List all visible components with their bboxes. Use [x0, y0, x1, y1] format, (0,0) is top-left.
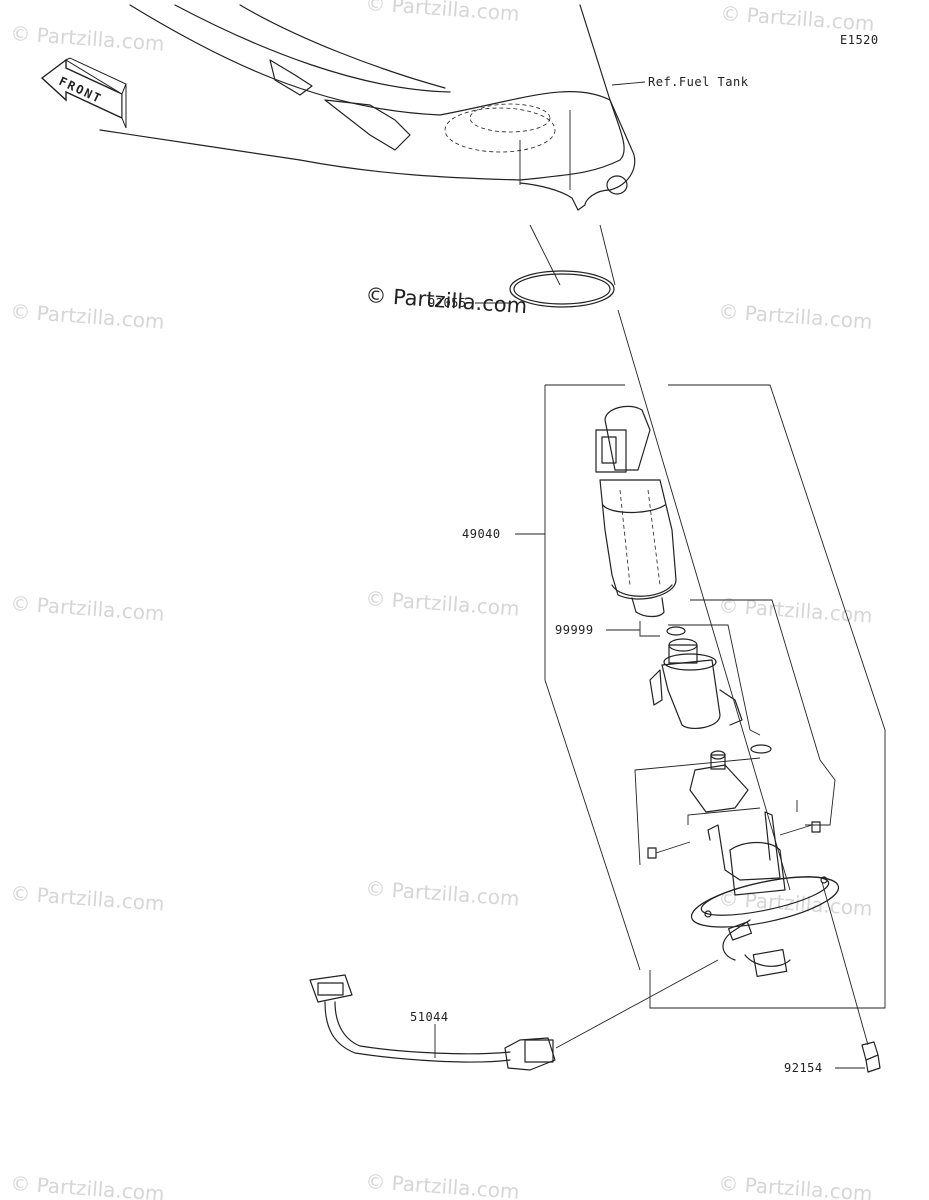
pressure-regulator: [689, 750, 749, 813]
ref-fuel-tank-label: Ref.Fuel Tank: [648, 75, 749, 89]
watermark: © Partzilla.com: [718, 1171, 874, 1200]
guide-line: [599, 224, 616, 286]
lower-bracket: [634, 757, 761, 866]
part-label-51044: 51044: [410, 1010, 449, 1024]
watermark: © Partzilla.com: [720, 1, 876, 36]
fuel-filter-assembly: [595, 405, 677, 618]
guide-line: [529, 224, 561, 286]
o-ring-small: [750, 744, 772, 754]
wiring-harness-51044: [309, 959, 719, 1071]
bracket-49040: [544, 385, 641, 971]
fuel-pump-flange: [690, 811, 840, 928]
pump-connector: [722, 919, 791, 978]
watermark: © Partzilla.com: [718, 299, 874, 334]
watermark-main: © Partzilla.com: [365, 283, 528, 318]
diagram-code: E1520: [840, 33, 879, 47]
guide-line: [821, 881, 869, 1046]
watermark: © Partzilla.com: [718, 886, 874, 921]
watermark: © Partzilla.com: [10, 299, 166, 334]
part-label-99999: 99999: [555, 623, 594, 637]
watermark: © Partzilla.com: [10, 21, 166, 56]
part-label-92055: 92055: [428, 296, 467, 310]
part-label-49040: 49040: [462, 527, 501, 541]
watermark: © Partzilla.com: [365, 876, 521, 911]
o-ring-92055: [509, 270, 615, 308]
part-label-92154: 92154: [784, 1061, 823, 1075]
inner-bracket: [690, 599, 836, 826]
mid-bracket: [687, 807, 761, 825]
inner-bracket: [668, 624, 761, 736]
front-arrow-icon: FRONT: [40, 57, 127, 129]
bolt-92154: [861, 1041, 881, 1073]
seal-99999: [666, 626, 686, 636]
fuel-tank-outline: [99, 4, 646, 211]
watermark: © Partzilla.com: [365, 586, 521, 621]
bracket-99999: [639, 621, 660, 637]
watermark: © Partzilla.com: [10, 591, 166, 626]
o-ring-inner: [513, 273, 611, 305]
bracket-screw-right: [779, 821, 821, 836]
bracket-49040-right: [649, 384, 886, 1009]
watermark: © Partzilla.com: [10, 881, 166, 916]
fuel-pump-motor: [649, 638, 743, 729]
watermark: © Partzilla.com: [10, 1171, 166, 1200]
watermark: © Partzilla.com: [718, 593, 874, 628]
watermark: © Partzilla.com: [365, 0, 521, 26]
watermark: © Partzilla.com: [365, 1169, 521, 1200]
bracket-screw-left: [647, 841, 691, 859]
